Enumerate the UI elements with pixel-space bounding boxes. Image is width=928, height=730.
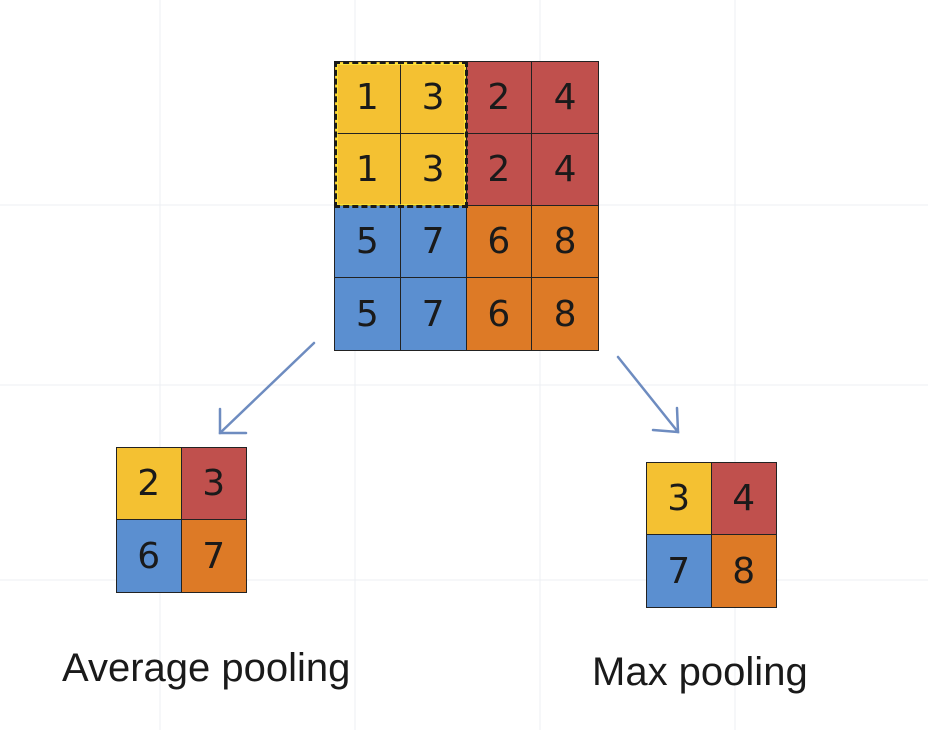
input-cell: 4	[532, 62, 598, 134]
avg-cell: 7	[181, 520, 246, 592]
max-pooling-label: Max pooling	[592, 650, 808, 694]
input-cell: 2	[466, 62, 533, 134]
input-cell: 7	[400, 278, 467, 350]
input-cell: 6	[466, 278, 533, 350]
input-feature-map: 1 3 2 4 1 3 2 4 5 7 6 8 5 7 6 8	[334, 61, 599, 351]
input-cell: 5	[335, 206, 401, 278]
input-cell: 5	[335, 278, 401, 350]
max-cell: 7	[647, 535, 712, 607]
max-pooling-output: 3 4 7 8	[646, 462, 777, 608]
average-pooling-label: Average pooling	[62, 646, 351, 690]
input-cell: 4	[532, 134, 598, 206]
input-cell: 1	[335, 134, 401, 206]
input-cell: 2	[466, 134, 533, 206]
input-cell: 8	[532, 206, 598, 278]
max-cell: 8	[711, 535, 776, 607]
average-pooling-output: 2 3 6 7	[116, 447, 247, 593]
input-cell: 7	[400, 206, 467, 278]
input-cell: 1	[335, 62, 401, 134]
input-cell: 3	[400, 134, 467, 206]
max-cell: 3	[647, 463, 712, 535]
input-cell: 8	[532, 278, 598, 350]
input-cell: 3	[400, 62, 467, 134]
input-cell: 6	[466, 206, 533, 278]
avg-cell: 2	[117, 448, 182, 520]
max-cell: 4	[711, 463, 776, 535]
avg-cell: 6	[117, 520, 182, 592]
avg-cell: 3	[181, 448, 246, 520]
